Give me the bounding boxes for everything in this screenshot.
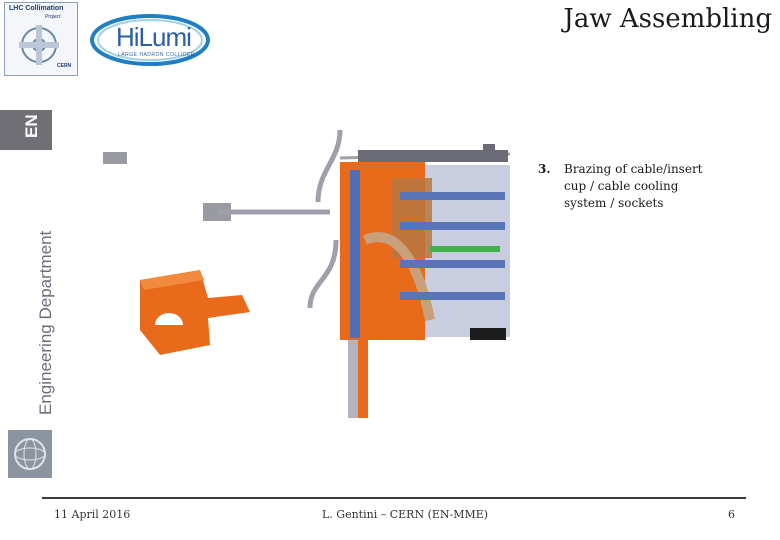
en-badge-label: EN <box>22 114 41 138</box>
en-badge: EN <box>0 110 52 150</box>
department-label: Engineering Department <box>36 230 55 415</box>
hilumi-logo: HiLumi LARGE HADRON COLLIDER <box>88 10 218 68</box>
hilumi-logo-text: HiLumi <box>116 22 192 52</box>
blue-strip <box>350 170 360 338</box>
collimator-icon <box>19 25 59 65</box>
lhc-logo-project: Project <box>45 14 61 20</box>
socket-bolts <box>400 192 505 300</box>
page-number: 6 <box>728 508 735 521</box>
top-nut <box>483 144 495 154</box>
lower-post <box>358 340 368 418</box>
lhc-collimation-logo: LHC Collimation Project CERN <box>4 2 78 76</box>
bottom-cap <box>470 328 506 340</box>
footer-date: 11 April 2016 <box>54 508 131 521</box>
page-title: Jaw Assembling <box>563 4 772 34</box>
hilumi-logo-sub: LARGE HADRON COLLIDER <box>118 52 195 58</box>
footer-divider <box>42 497 746 499</box>
top-plate <box>358 150 508 162</box>
cooling-pipe-2 <box>307 239 339 309</box>
jaw-block <box>140 270 250 355</box>
footer-author: L. Gentini – CERN (EN-MME) <box>322 508 489 521</box>
hilumi-swoosh-icon <box>90 14 210 66</box>
step-number: 3. <box>538 162 551 176</box>
cable-loop <box>363 232 435 321</box>
step-caption: 3. Brazing of cable/insert cup / cable c… <box>538 161 714 212</box>
side-fitting <box>203 203 231 221</box>
cern-globe-icon <box>14 438 46 470</box>
lhc-logo-title: LHC Collimation <box>9 5 64 12</box>
jaw-assembly-drawing <box>103 130 511 418</box>
step-text: Brazing of cable/insert cup / cable cool… <box>564 162 703 210</box>
cooling-pipe-1 <box>315 130 343 203</box>
cern-logo <box>8 430 52 478</box>
lhc-logo-cern: CERN <box>57 63 72 69</box>
lower-rail <box>348 340 358 418</box>
small-fitting <box>103 152 127 164</box>
